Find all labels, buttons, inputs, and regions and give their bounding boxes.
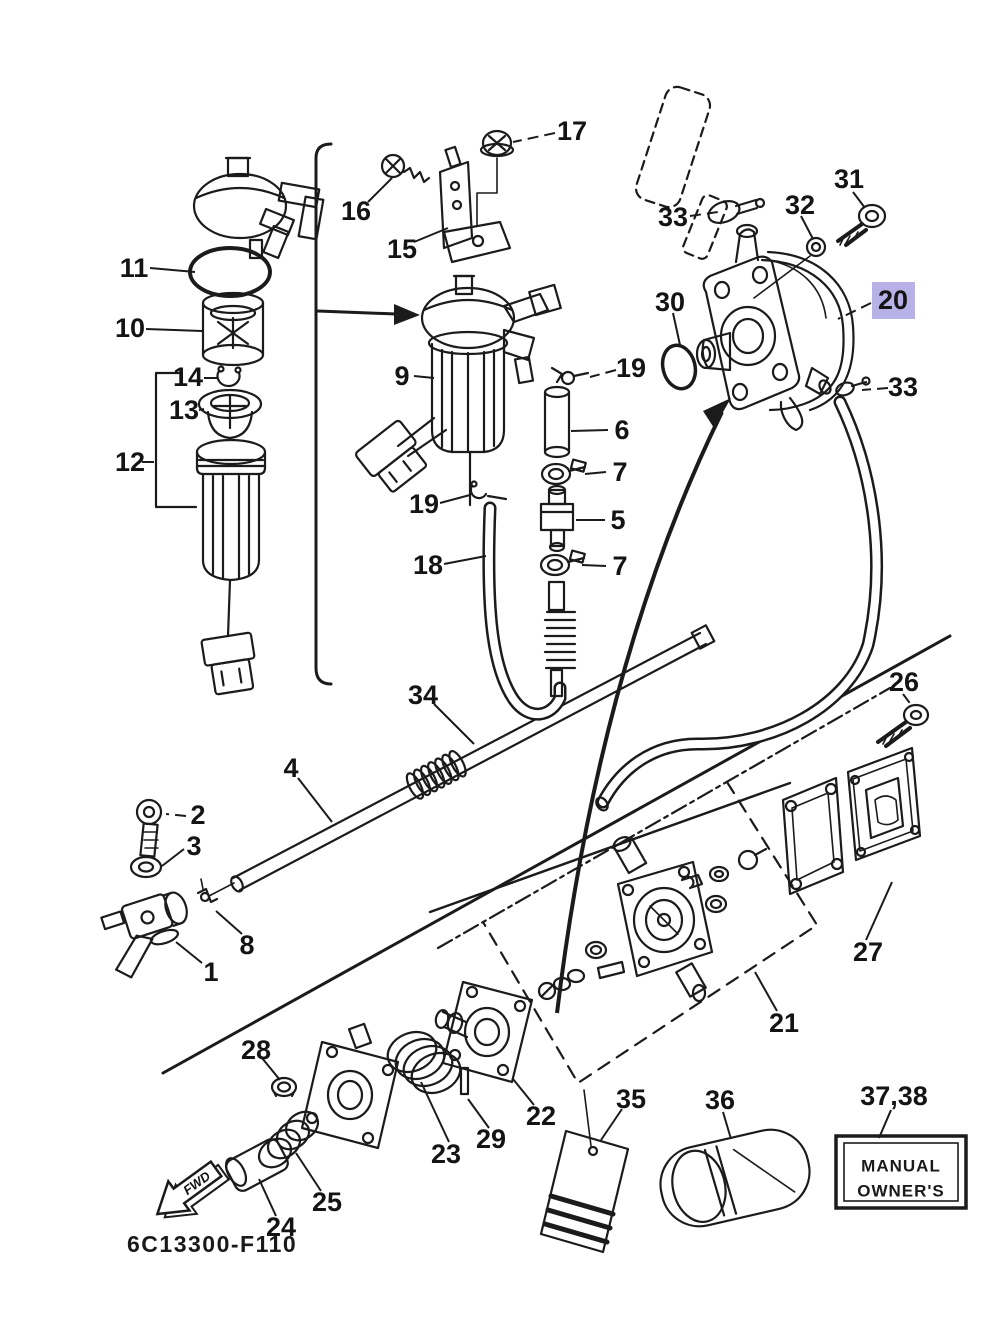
bolt-16 [380, 153, 431, 184]
part-label-36-38: 36 [705, 1085, 735, 1115]
part-label-16-1: 16 [341, 196, 371, 226]
part-label-27-29: 27 [853, 937, 883, 967]
clip-19-right [550, 366, 590, 386]
reed-plate-27-right [846, 746, 922, 862]
fuel-hose-18 [482, 501, 567, 721]
cap-13 [197, 388, 263, 440]
fuel-pump-9 [355, 274, 562, 507]
fuel-cock-1 [100, 891, 188, 979]
part-label-31-18: 31 [834, 164, 864, 194]
owners-manual-box: MANUAL OWNER'S [834, 1134, 968, 1210]
tube-6 [543, 385, 571, 459]
fuel-pump-20 [695, 223, 855, 432]
flange-lower-left [300, 1022, 400, 1150]
part-label-18-15: 18 [413, 550, 443, 580]
part-label-34-22: 34 [408, 680, 438, 710]
part-label-32-17: 32 [785, 190, 815, 220]
part-label-33-16: 33 [658, 202, 688, 232]
part-label-19-14: 19 [409, 489, 439, 519]
nut-3 [129, 855, 163, 879]
divider-bracket [314, 142, 420, 686]
pump-outlet-hose [595, 395, 884, 812]
part-label-21-30: 21 [769, 1008, 799, 1038]
part-label-33-21: 33 [888, 372, 918, 402]
grommet-32 [753, 236, 827, 299]
bracket-15 [438, 145, 512, 264]
part-label-9-8: 9 [394, 361, 409, 391]
fuel-joint-5 [539, 484, 575, 553]
part-label-20-20: 20 [878, 285, 908, 315]
o-ring-11 [188, 246, 272, 298]
gasket-27-left [781, 776, 845, 896]
o-ring-30 [660, 343, 698, 391]
clip-33-right [835, 376, 871, 397]
part-label-29-34: 29 [476, 1124, 506, 1154]
group-bracket-12 [154, 371, 198, 509]
nut-28 [270, 1076, 298, 1098]
bolt-31 [836, 203, 887, 247]
manual-box-line2: OWNER'S [857, 1182, 945, 1201]
pointer-arrow [555, 398, 731, 1014]
part-label-11-3: 11 [120, 253, 149, 283]
part-label-23-33: 23 [431, 1139, 461, 1169]
part-label-4-23: 4 [283, 753, 298, 783]
manual-box-line1: MANUAL [861, 1157, 941, 1176]
joint-8 [196, 878, 235, 904]
flange-22 [434, 980, 534, 1084]
part-label-5-12: 5 [610, 505, 625, 535]
part-label-12-7: 12 [115, 447, 145, 477]
part-label-1-27: 1 [203, 957, 218, 987]
part-label-25-35: 25 [312, 1187, 342, 1217]
spring-25 [257, 1110, 320, 1169]
hose-clamp-7-upper [540, 458, 587, 486]
part-label-15-2: 15 [387, 234, 417, 264]
spring-wrapped-hose [543, 580, 577, 698]
part-label-37,38-39: 37,38 [860, 1081, 928, 1111]
part-label-22-31: 22 [526, 1101, 556, 1131]
part-label-30-19: 30 [655, 287, 685, 317]
air-duct-36 [659, 1128, 811, 1228]
part-label-3-25: 3 [186, 831, 201, 861]
fwd-arrow: FWD [155, 1159, 231, 1219]
part-label-13-6: 13 [169, 395, 199, 425]
highlight-box-part-20 [872, 282, 915, 319]
phantom-hose-33-top [634, 85, 766, 260]
nut-17 [476, 129, 515, 227]
fuel-sender-12 [195, 438, 267, 696]
pipe-spring-34 [405, 749, 467, 800]
part-label-17-0: 17 [557, 116, 587, 146]
part-label-14-5: 14 [173, 362, 203, 392]
plunger-24 [224, 1138, 289, 1192]
hose-clamp-7-lower [539, 549, 586, 577]
fuel-filter-head [192, 156, 325, 260]
clip-14 [216, 365, 242, 388]
part-label-10-4: 10 [115, 313, 145, 343]
part-label-6-10: 6 [614, 415, 629, 445]
part-label-2-24: 2 [190, 800, 205, 830]
leader-lines [142, 132, 913, 1217]
part-label-28-32: 28 [241, 1035, 271, 1065]
part-label-24-36: 24 [266, 1212, 296, 1242]
bolt-26 [876, 703, 930, 748]
warning-tag-35 [539, 1089, 630, 1254]
pin-29 [459, 1066, 470, 1096]
filter-element-10 [201, 291, 265, 367]
fuel-pump-21 [537, 835, 768, 1003]
part-label-7-13: 7 [612, 551, 627, 581]
bolt-2 [135, 798, 163, 858]
part-label-26-28: 26 [889, 667, 919, 697]
part-label-7-11: 7 [612, 457, 627, 487]
clip-19-left [469, 480, 508, 501]
part-label-35-37: 35 [616, 1084, 646, 1114]
part-label-19-9: 19 [616, 353, 646, 383]
drawing-code: 6C13300-F110 [127, 1231, 297, 1257]
part-label-8-26: 8 [239, 930, 254, 960]
